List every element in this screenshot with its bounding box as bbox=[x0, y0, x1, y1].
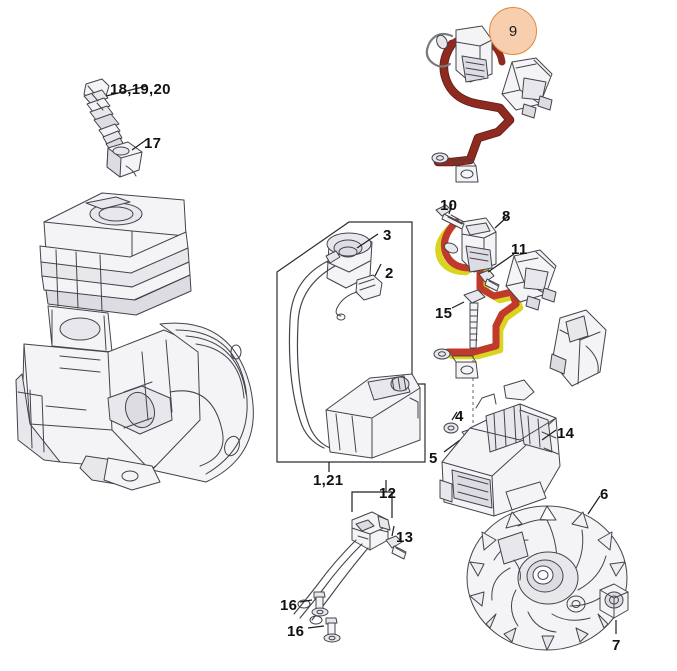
label-14: 14 bbox=[557, 425, 575, 442]
spark-plug-boot-part bbox=[106, 141, 143, 178]
label-1-21: 1,21 bbox=[313, 472, 344, 489]
label-13: 13 bbox=[396, 529, 414, 546]
callout-9[interactable]: 9 bbox=[489, 7, 537, 55]
label-2: 2 bbox=[385, 265, 394, 282]
screw-16-upper bbox=[311, 591, 329, 617]
screw-10 bbox=[435, 204, 465, 230]
leader-15 bbox=[451, 301, 465, 309]
fan-housing-14 bbox=[439, 393, 561, 517]
leader-18-19-20 bbox=[105, 85, 148, 97]
leader-6 bbox=[587, 495, 601, 515]
flywheel-nut-7 bbox=[599, 583, 629, 619]
label-11: 11 bbox=[511, 241, 528, 258]
engine-block bbox=[15, 192, 254, 491]
fuel-hose bbox=[288, 259, 331, 449]
leader-11 bbox=[487, 253, 515, 273]
screw-11 bbox=[478, 269, 500, 292]
label-18-19-20: 18,19,20 bbox=[110, 81, 171, 98]
label-7: 7 bbox=[612, 637, 621, 654]
harness-lower bbox=[433, 204, 557, 432]
washer-4 bbox=[443, 422, 459, 434]
ignition-lead-12 bbox=[293, 511, 391, 625]
label-8: 8 bbox=[502, 208, 511, 225]
tank-filler-neck bbox=[326, 232, 373, 289]
label-4: 4 bbox=[455, 408, 464, 425]
leader-13 bbox=[391, 525, 395, 537]
screw-15 bbox=[463, 289, 486, 349]
bracket-12 bbox=[351, 491, 393, 518]
screw-13 bbox=[385, 535, 407, 560]
leader-16a bbox=[299, 599, 313, 603]
label-10: 10 bbox=[440, 197, 458, 214]
fuel-tank-body bbox=[325, 373, 421, 459]
leader-16b bbox=[307, 625, 325, 629]
label-16-lower: 16 bbox=[287, 623, 305, 640]
leader-17 bbox=[131, 139, 147, 151]
label-3: 3 bbox=[383, 227, 392, 244]
leader-3 bbox=[356, 233, 379, 249]
housing-fragment bbox=[549, 309, 607, 387]
leader-4 bbox=[451, 411, 458, 421]
screw-16-lower bbox=[323, 617, 341, 643]
tank-cap bbox=[335, 274, 383, 321]
label-5: 5 bbox=[429, 450, 438, 467]
label-6: 6 bbox=[600, 486, 609, 503]
leader-10 bbox=[448, 203, 453, 215]
flywheel-6 bbox=[466, 505, 628, 651]
leader-5 bbox=[443, 439, 461, 453]
harness-upper-9 bbox=[425, 25, 553, 183]
leader-14 bbox=[541, 429, 557, 441]
label-17: 17 bbox=[144, 135, 162, 152]
label-15: 15 bbox=[435, 305, 453, 322]
label-16-upper: 16 bbox=[280, 597, 298, 614]
leader-2 bbox=[374, 263, 382, 277]
label-12: 12 bbox=[379, 485, 397, 502]
leader-8 bbox=[494, 215, 509, 229]
tank-group-outline bbox=[276, 221, 426, 463]
housing-fragment-top bbox=[503, 379, 535, 401]
